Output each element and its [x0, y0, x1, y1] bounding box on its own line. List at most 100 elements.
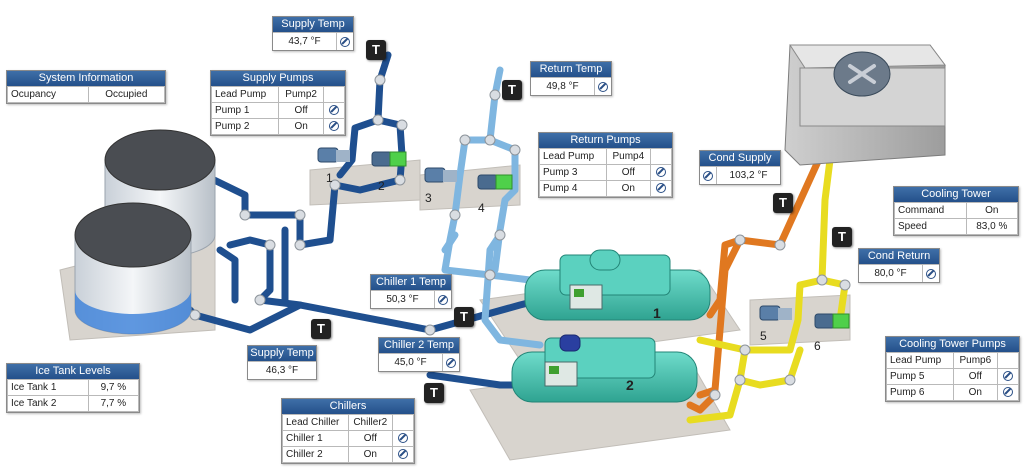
- gauge-icon[interactable]: [329, 105, 339, 116]
- chiller-1-temp-value: 50,3 °F: [386, 294, 419, 305]
- cond-supply-value: 103,2 °F: [729, 170, 768, 181]
- pump-number-4: 4: [478, 201, 485, 215]
- panel-title: Ice Tank Levels: [7, 364, 139, 379]
- gauge-icon[interactable]: [656, 167, 666, 178]
- table-row: Lead Pump Pump6: [886, 352, 1019, 369]
- panel-title: Supply Pumps: [211, 71, 345, 86]
- cooling-tower-pumps-panel: Cooling Tower Pumps Lead Pump Pump6 Pump…: [885, 336, 1020, 402]
- gauge-icon[interactable]: [703, 170, 713, 181]
- table-row: Lead Chiller Chiller2: [282, 414, 414, 431]
- pump-5-status: Off: [952, 368, 999, 385]
- supply-pump-1: [317, 147, 350, 163]
- supply-temp-bottom-value: 46,3 °F: [265, 365, 299, 376]
- cooling-tower-pump-5: [759, 305, 792, 321]
- table-row: Lead Pump Pump2: [210, 86, 345, 103]
- cooling-tower-pump-6: [814, 313, 850, 329]
- gauge-icon[interactable]: [926, 268, 936, 279]
- row-label: Chiller 1: [282, 430, 349, 447]
- cooling-tower-panel: Cooling Tower Command On Speed 83,0 %: [893, 186, 1019, 236]
- panel-title: Supply Temp: [248, 346, 316, 361]
- panel-title: Cond Supply: [700, 151, 780, 166]
- return-temp-panel: Return Temp 49,8 °F: [530, 61, 612, 96]
- panel-title: System Information: [7, 71, 165, 86]
- supply-temp-top-value: 43,7 °F: [288, 36, 321, 47]
- lead-label: Lead Pump: [210, 86, 280, 103]
- table-row: Ice Tank 1 9,7 %: [7, 379, 140, 396]
- panel-title: Cooling Tower: [894, 187, 1018, 202]
- return-temp-value: 49,8 °F: [546, 81, 579, 92]
- table-row: Pump 1 Off: [210, 102, 345, 119]
- gauge-icon[interactable]: [1003, 387, 1013, 398]
- table-row: Pump 3 Off: [539, 164, 672, 181]
- chiller-2-temp-panel: Chiller 2 Temp 45,0 °F: [378, 337, 460, 372]
- temperature-sensor-icon[interactable]: T: [311, 319, 331, 339]
- lead-value: Pump2: [278, 86, 324, 103]
- supply-pump-2: [371, 151, 407, 167]
- return-pumps-panel: Return Pumps Lead Pump Pump4 Pump 3 Off …: [538, 132, 673, 198]
- lead-label: Lead Pump: [886, 352, 954, 369]
- gauge-icon[interactable]: [446, 357, 456, 368]
- panel-title: Supply Temp: [273, 17, 353, 32]
- pump-4-status: On: [605, 180, 652, 197]
- gauge-icon[interactable]: [329, 121, 339, 132]
- table-row: Chiller 1 Off: [282, 430, 414, 447]
- temperature-sensor-icon[interactable]: T: [454, 307, 474, 327]
- tower-command-value: On: [965, 202, 1019, 219]
- table-row: Command On: [894, 202, 1019, 219]
- chiller-2-temp-value: 45,0 °F: [394, 357, 427, 368]
- row-label: Ocupancy: [7, 86, 89, 103]
- gauge-icon[interactable]: [598, 81, 608, 92]
- cond-supply-panel: Cond Supply 103,2 °F: [699, 150, 781, 185]
- ice-tank-1-level: 9,7 %: [87, 379, 140, 396]
- table-row: Pump 2 On: [210, 118, 345, 135]
- table-row: Speed 83,0 %: [894, 218, 1019, 235]
- pump-number-3: 3: [425, 191, 432, 205]
- pump-number-2: 2: [378, 179, 385, 193]
- gauge-icon[interactable]: [340, 36, 350, 47]
- row-label: Speed: [894, 218, 967, 235]
- row-label: Command: [894, 202, 967, 219]
- row-label: Ice Tank 2: [7, 395, 89, 412]
- chiller-1: [524, 249, 711, 321]
- panel-title: Chiller 2 Temp: [379, 338, 459, 353]
- row-label: Pump 5: [886, 368, 954, 385]
- gauge-icon[interactable]: [1003, 371, 1013, 382]
- gauge-icon[interactable]: [398, 449, 408, 460]
- ice-tank-2-level: 7,7 %: [87, 395, 140, 412]
- lead-label: Lead Chiller: [282, 414, 349, 431]
- temperature-sensor-icon[interactable]: T: [502, 80, 522, 100]
- panel-title: Return Pumps: [539, 133, 672, 148]
- chiller-2: [511, 334, 698, 403]
- table-row: Lead Pump Pump4: [539, 148, 672, 165]
- cooling-tower: [784, 44, 946, 166]
- gauge-icon[interactable]: [398, 433, 408, 444]
- temperature-sensor-icon[interactable]: T: [832, 227, 852, 247]
- supply-pumps-panel: Supply Pumps Lead Pump Pump2 Pump 1 Off …: [210, 70, 346, 136]
- tower-speed-value: 83,0 %: [965, 218, 1019, 235]
- panel-title: Return Temp: [531, 62, 611, 77]
- row-label: Pump 1: [210, 102, 280, 119]
- lead-label: Lead Pump: [539, 148, 607, 165]
- table-row: Ocupancy Occupied: [7, 86, 166, 103]
- pump-number-1: 1: [326, 171, 333, 185]
- row-label: Pump 4: [539, 180, 607, 197]
- row-label: Chiller 2: [282, 446, 349, 463]
- gauge-icon[interactable]: [656, 183, 666, 194]
- temperature-sensor-icon[interactable]: T: [773, 193, 793, 213]
- row-label: Pump 2: [210, 118, 280, 135]
- chiller-number-2: 2: [626, 377, 634, 393]
- pump-1-status: Off: [278, 102, 324, 119]
- temperature-sensor-icon[interactable]: T: [424, 383, 444, 403]
- pipe-fittings: [189, 74, 851, 401]
- system-information-panel: System Information Ocupancy Occupied: [6, 70, 166, 104]
- lead-value: Chiller2: [347, 414, 394, 431]
- table-row: Pump 5 Off: [886, 368, 1019, 385]
- pump-number-6: 6: [814, 339, 821, 353]
- temperature-sensor-icon[interactable]: T: [366, 40, 386, 60]
- chiller-number-1: 1: [653, 305, 661, 321]
- ice-tank-levels-panel: Ice Tank Levels Ice Tank 1 9,7 % Ice Tan…: [6, 363, 140, 413]
- table-row: Chiller 2 On: [282, 446, 414, 463]
- panel-title: Chiller 1 Temp: [371, 275, 451, 290]
- gauge-icon[interactable]: [438, 294, 448, 305]
